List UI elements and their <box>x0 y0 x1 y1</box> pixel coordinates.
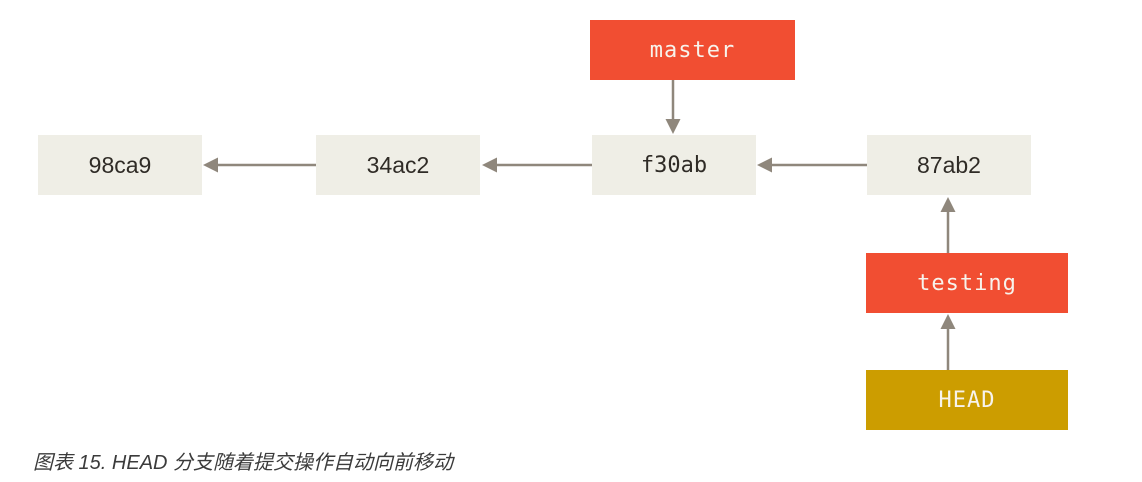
commit-box: 98ca9 <box>38 135 202 195</box>
figure-caption: 图表 15. HEAD 分支随着提交操作自动向前移动 <box>33 452 454 474</box>
parent-arrow-f30ab-to-34ac2 <box>482 157 592 173</box>
pointer-arrow-head-to-testing <box>940 314 956 370</box>
branch-box-master: master <box>590 20 795 80</box>
pointer-arrow-testing-to-87ab2 <box>940 197 956 253</box>
parent-arrow-34ac2-to-98ca9 <box>203 157 317 173</box>
commit-hash-label: 34ac2 <box>366 151 430 178</box>
branch-box-testing: testing <box>866 253 1068 313</box>
commit-box: 34ac2 <box>316 135 480 195</box>
head-label: HEAD <box>938 387 996 413</box>
commit-hash-label: f30ab <box>640 152 708 178</box>
parent-arrow-87ab2-to-f30ab <box>757 157 867 173</box>
arrow-left-icon <box>482 157 497 173</box>
pointer-arrow-master-to-f30ab <box>665 80 681 134</box>
arrow-left-icon <box>757 157 772 173</box>
commit-box: f30ab <box>592 135 756 195</box>
commit-hash-label: 98ca9 <box>88 151 152 178</box>
head-pointer-box: HEAD <box>866 370 1068 430</box>
arrow-down-icon <box>665 119 681 134</box>
commit-box: 87ab2 <box>867 135 1031 195</box>
arrow-left-icon <box>203 157 218 173</box>
arrow-up-icon <box>940 314 956 329</box>
branch-label-master: master <box>649 37 736 63</box>
commit-hash-label: 87ab2 <box>917 151 981 178</box>
arrow-up-icon <box>940 197 956 212</box>
branch-label-testing: testing <box>917 270 1017 296</box>
